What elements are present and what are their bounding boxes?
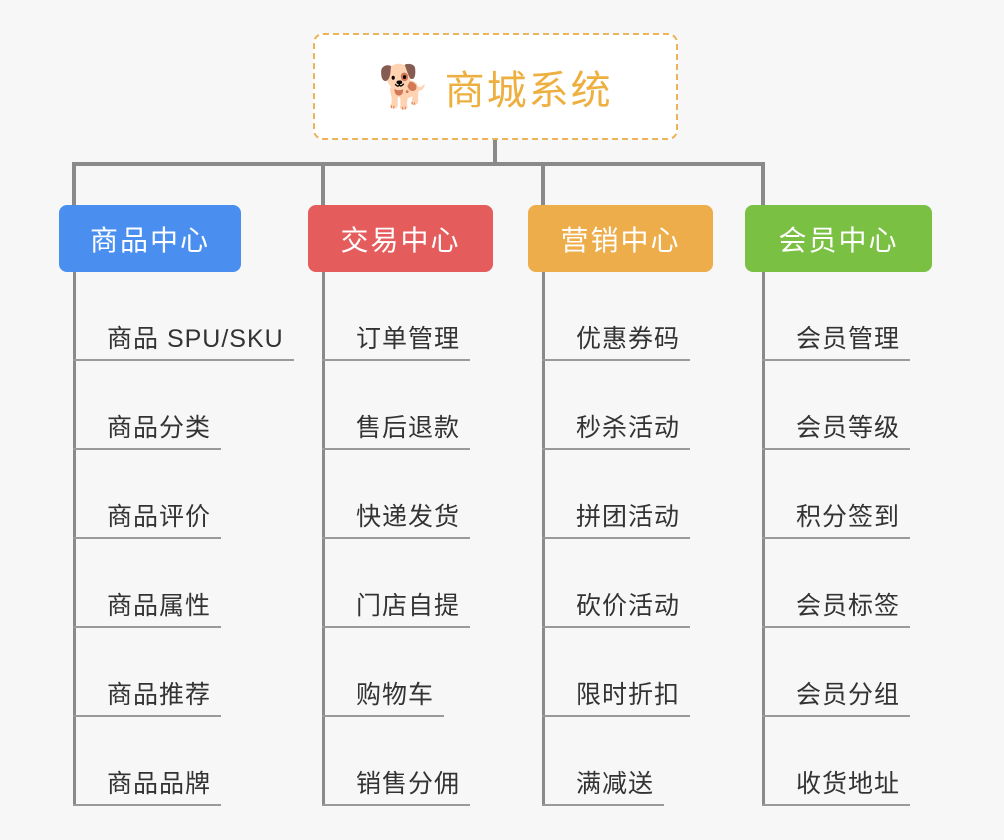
leaf-item-label: 会员分组 [796,681,901,709]
leaf-item-label: 砍价活动 [576,592,681,620]
leaf-item-label: 秒杀活动 [576,414,681,442]
leaf-underline [73,359,294,361]
leaf-item-label: 优惠券码 [576,325,681,353]
category-box-product-center[interactable]: 商品中心 [59,205,241,272]
leaf-underline [322,804,470,806]
leaf-item-label: 商品分类 [107,414,212,442]
category-drop-connector-product-center [72,162,76,205]
leaf-item[interactable]: 秒杀活动 [542,361,692,450]
leaf-item-label: 满减送 [576,770,655,798]
leaf-item-label: 积分签到 [796,503,901,531]
leaf-item[interactable]: 积分签到 [762,450,912,539]
leaf-item-label: 销售分佣 [356,770,461,798]
leaf-item[interactable]: 商品属性 [73,539,223,628]
leaf-item-label: 商品属性 [107,592,212,620]
leaf-underline [542,626,690,628]
leaf-item-label: 订单管理 [356,325,461,353]
leaf-item[interactable]: 收货地址 [762,717,912,806]
category-drop-connector-marketing-center [541,162,545,205]
category-drop-connector-trade-center [321,162,325,205]
leaf-item[interactable]: 售后退款 [322,361,472,450]
category-box-marketing-center[interactable]: 营销中心 [528,205,713,272]
category-box-member-center[interactable]: 会员中心 [745,205,932,272]
leaf-item[interactable]: 购物车 [322,628,446,717]
root-stem-connector [493,140,497,166]
category-label: 商品中心 [89,224,210,256]
leaf-item-label: 拼团活动 [576,503,681,531]
root-title: 商城系统 [444,68,613,113]
category-label: 交易中心 [340,224,461,256]
leaf-underline [542,715,690,717]
leaf-item[interactable]: 会员等级 [762,361,912,450]
leaf-item[interactable]: 会员管理 [762,272,912,361]
leaf-underline [762,715,910,717]
leaf-item-label: 快递发货 [356,503,461,531]
leaf-item[interactable]: 商品分类 [73,361,223,450]
leaf-item[interactable]: 商品 SPU/SKU [73,272,296,361]
leaf-item[interactable]: 订单管理 [322,272,472,361]
leaf-underline [73,537,221,539]
leaf-item-label: 购物车 [356,681,435,709]
leaf-trunk-line [542,272,545,806]
leaf-trunk-line [73,272,76,806]
leaf-item-label: 限时折扣 [576,681,681,709]
category-box-trade-center[interactable]: 交易中心 [308,205,493,272]
leaf-underline [73,448,221,450]
leaf-underline [762,804,910,806]
leaf-item[interactable]: 会员分组 [762,628,912,717]
category-drop-connector-member-center [761,162,765,205]
leaf-item[interactable]: 销售分佣 [322,717,472,806]
leaf-item[interactable]: 商品品牌 [73,717,223,806]
leaf-underline [542,359,690,361]
leaf-underline [542,448,690,450]
leaf-item-label: 收货地址 [796,770,901,798]
leaf-underline [322,448,470,450]
root-node[interactable]: 🐕 商城系统 [313,33,678,140]
leaf-underline [322,359,470,361]
leaf-trunk-line [762,272,765,806]
leaf-item-label: 商品 SPU/SKU [107,325,284,353]
leaf-item-label: 会员等级 [796,414,901,442]
leaf-underline [322,537,470,539]
leaf-underline [762,537,910,539]
leaf-item-label: 商品品牌 [107,770,212,798]
category-label: 营销中心 [560,224,681,256]
leaf-item[interactable]: 商品推荐 [73,628,223,717]
leaf-item-label: 会员标签 [796,592,901,620]
shiba-dog-icon: 🐕 [378,62,431,110]
leaf-underline [73,804,221,806]
leaf-underline [73,626,221,628]
leaf-underline [762,359,910,361]
leaf-item[interactable]: 拼团活动 [542,450,692,539]
leaf-underline [762,626,910,628]
leaf-item-label: 门店自提 [356,592,461,620]
leaf-underline [542,537,690,539]
leaf-item-label: 会员管理 [796,325,901,353]
category-bus-connector [74,162,763,166]
leaf-item[interactable]: 砍价活动 [542,539,692,628]
leaf-item-label: 售后退款 [356,414,461,442]
leaf-item-label: 商品推荐 [107,681,212,709]
leaf-item[interactable]: 会员标签 [762,539,912,628]
leaf-item[interactable]: 门店自提 [322,539,472,628]
category-label: 会员中心 [778,224,899,256]
leaf-underline [762,448,910,450]
leaf-underline [322,715,444,717]
leaf-item-label: 商品评价 [107,503,212,531]
leaf-trunk-line [322,272,325,806]
leaf-underline [73,715,221,717]
leaf-item[interactable]: 优惠券码 [542,272,692,361]
leaf-underline [542,804,664,806]
leaf-item[interactable]: 快递发货 [322,450,472,539]
leaf-underline [322,626,470,628]
leaf-item[interactable]: 商品评价 [73,450,223,539]
leaf-item[interactable]: 限时折扣 [542,628,692,717]
leaf-item[interactable]: 满减送 [542,717,666,806]
